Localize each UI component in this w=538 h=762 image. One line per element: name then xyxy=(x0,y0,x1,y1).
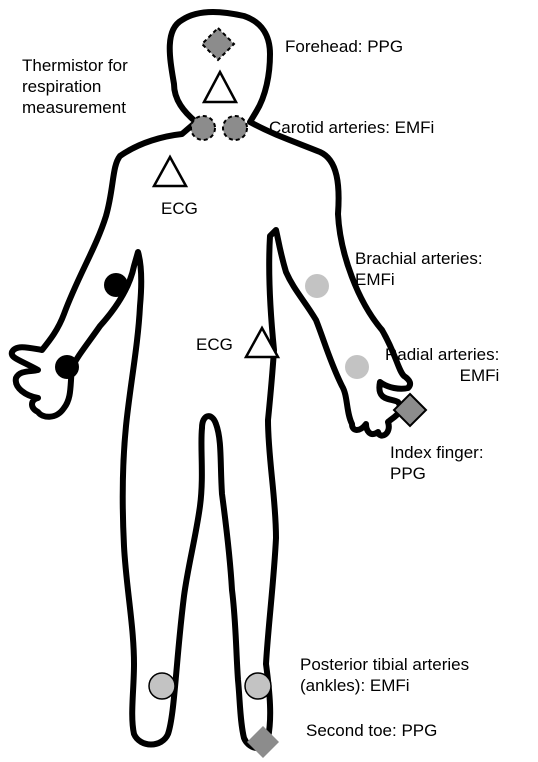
ecg-upper-label: ECG xyxy=(161,198,198,219)
brachial-label-line-1: Brachial arteries: xyxy=(355,248,483,269)
arm-electrode-lower xyxy=(55,355,79,379)
index-finger-label-line-1: Index finger: xyxy=(390,442,484,463)
index-finger-label: Index finger: PPG xyxy=(390,442,484,484)
brachial-label-line-2: EMFi xyxy=(355,269,483,290)
thermistor-label-line-3: measurement xyxy=(22,97,128,118)
ankle-right-sensor xyxy=(245,673,271,699)
index-finger-ppg-diamond xyxy=(394,394,426,426)
posterior-tibial-label: Posterior tibial arteries (ankles): EMFi xyxy=(300,654,469,696)
index-finger-label-line-2: PPG xyxy=(390,463,484,484)
brachial-label: Brachial arteries: EMFi xyxy=(355,248,483,290)
thermistor-label-line-1: Thermistor for xyxy=(22,55,128,76)
arm-electrode-upper xyxy=(104,273,128,297)
thermistor-label: Thermistor for respiration measurement xyxy=(22,55,128,118)
second-toe-ppg-diamond xyxy=(247,726,279,758)
posterior-tibial-label-line-1: Posterior tibial arteries xyxy=(300,654,469,675)
brachial-sensor xyxy=(305,274,329,298)
thermistor-triangle xyxy=(204,72,236,102)
ecg-neck-triangle xyxy=(154,157,186,186)
carotid-label: Carotid arteries: EMFi xyxy=(269,117,434,138)
carotid-right-sensor xyxy=(223,116,247,140)
carotid-left-sensor xyxy=(191,116,215,140)
radial-label-line-2: EMFi xyxy=(385,365,499,386)
forehead-ppg-diamond xyxy=(202,28,234,60)
ecg-chest-label: ECG xyxy=(196,334,233,355)
forehead-label: Forehead: PPG xyxy=(285,36,403,57)
radial-sensor xyxy=(345,355,369,379)
second-toe-label: Second toe: PPG xyxy=(306,720,437,741)
ankle-left-sensor xyxy=(149,673,175,699)
radial-label: Radial arteries: EMFi xyxy=(385,344,499,386)
thermistor-label-line-2: respiration xyxy=(22,76,128,97)
posterior-tibial-label-line-2: (ankles): EMFi xyxy=(300,675,469,696)
radial-label-line-1: Radial arteries: xyxy=(385,344,499,365)
